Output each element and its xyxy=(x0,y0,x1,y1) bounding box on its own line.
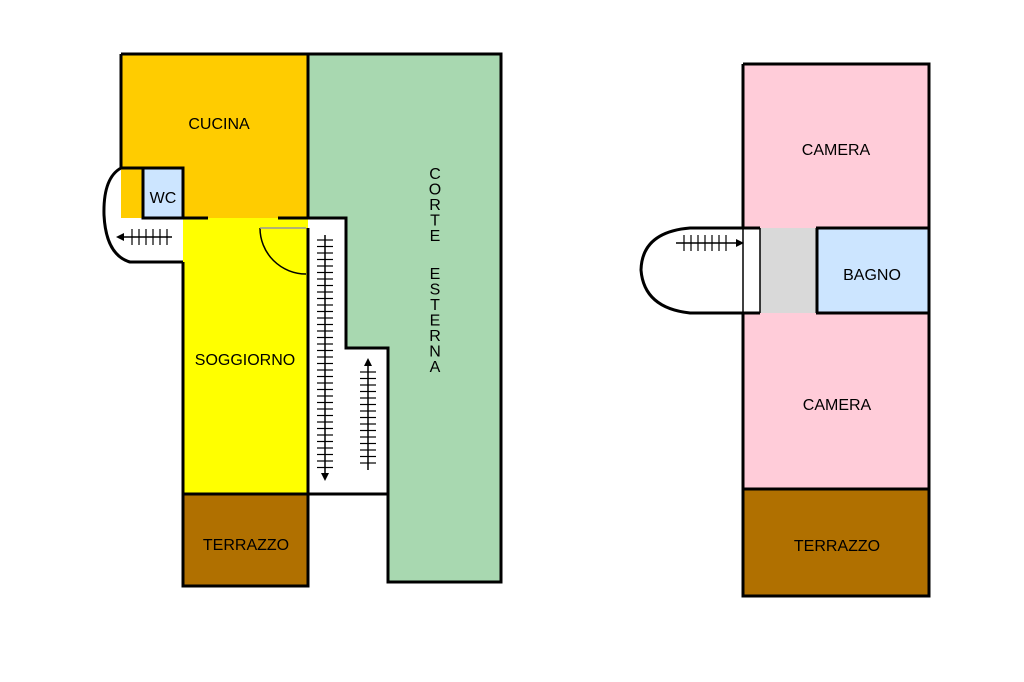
corte-letter: S xyxy=(430,282,441,299)
stair-ground-down xyxy=(317,235,333,481)
stair-ground-entrance xyxy=(116,229,172,245)
arrow-head-icon xyxy=(364,358,372,366)
corte-letter: R xyxy=(429,328,441,345)
corte-letter: E xyxy=(430,228,441,245)
arrow-head-icon xyxy=(321,473,329,481)
terrazzo-area-ground xyxy=(183,494,308,586)
stair-ground-up xyxy=(360,358,376,470)
camera-bottom-area xyxy=(743,313,929,489)
ground-left-wall xyxy=(119,54,185,218)
label-bagno: BAGNO xyxy=(843,267,901,284)
first-outer-wall xyxy=(741,62,931,598)
label-soggiorno: SOGGIORNO xyxy=(195,352,295,369)
corte-letter: N xyxy=(429,344,441,361)
corte-letter: E xyxy=(430,313,441,330)
arrow-head-icon xyxy=(116,233,124,241)
corte-letter: T xyxy=(430,213,440,230)
label-camera-top: CAMERA xyxy=(802,142,871,159)
corte-letter: R xyxy=(429,197,441,214)
corte-letter: T xyxy=(430,297,440,314)
wc-wall xyxy=(141,168,183,220)
stair-zone-3 xyxy=(308,494,388,582)
corte-letter: E xyxy=(430,266,441,283)
label-wc: WC xyxy=(150,190,177,207)
disimpegno-area xyxy=(760,228,817,313)
door-swing xyxy=(259,227,307,275)
first-floor: CAMERA BAGNO CAMERA TERRAZZO xyxy=(639,62,931,598)
entrance-bay-first xyxy=(639,226,743,315)
kitchen-bottom-wall-b xyxy=(278,216,390,494)
corte-letter: O xyxy=(429,182,441,199)
label-camera-bottom: CAMERA xyxy=(803,397,872,414)
entrance-bay-ground xyxy=(102,166,183,264)
stair-zone-2 xyxy=(346,348,388,494)
corte-letter: A xyxy=(430,359,441,376)
camera-top-area xyxy=(743,64,929,228)
arrow-head-icon xyxy=(736,239,744,247)
terrazzo-area-first xyxy=(743,489,929,596)
wc-area xyxy=(143,168,183,218)
label-terrazzo-ground: TERRAZZO xyxy=(203,537,289,554)
ground-floor: CUCINA WC SOGGIORNO TERRAZZO CORTEESTERN… xyxy=(102,52,503,588)
corte-letter: C xyxy=(429,166,441,183)
soggiorno-area xyxy=(183,218,308,494)
label-terrazzo-first: TERRAZZO xyxy=(794,538,880,555)
label-cucina: CUCINA xyxy=(188,116,250,133)
stair-first-up xyxy=(676,235,744,251)
bagno-area xyxy=(817,228,929,313)
